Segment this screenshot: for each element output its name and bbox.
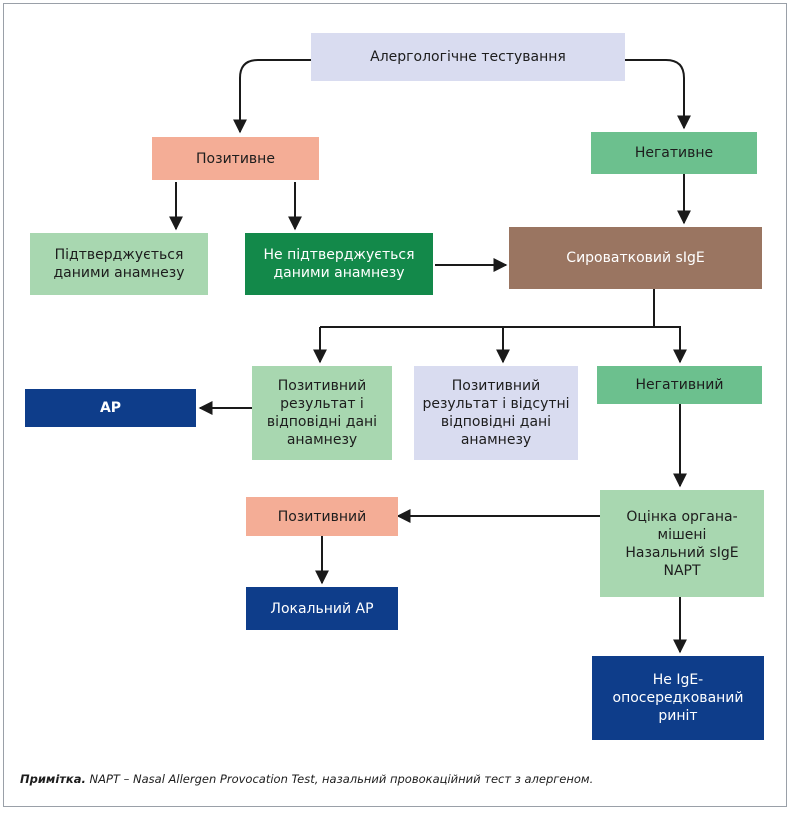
- positive-absent-box: Позитивний результат і відсутні відповід…: [414, 366, 578, 460]
- serum-sige-box: Сироватковий sIgE: [509, 227, 762, 289]
- positive-nasal-box: Позитивний: [246, 497, 398, 536]
- footnote: Примітка. NAPT – Nasal Allergen Provocat…: [20, 772, 593, 786]
- footnote-label: Примітка.: [20, 772, 86, 786]
- positive-box: Позитивне: [152, 137, 319, 180]
- target-organ-box: Оцінка органа-мішені Назальний sIgE NAPT: [600, 490, 764, 597]
- arrow-testing-to-negative: [625, 59, 691, 130]
- footnote-text: NAPT – Nasal Allergen Provocation Test, …: [85, 772, 594, 786]
- non-ige-rhinitis-box: Не IgE-опосередкований риніт: [592, 656, 764, 740]
- not-confirmed-history-box: Не підтверджується даними анамнезу: [245, 233, 433, 295]
- negative-result-box: Негативний: [597, 366, 762, 404]
- positive-relevant-box: Позитивний результат і відповідні дані а…: [252, 366, 392, 460]
- confirmed-history-box: Підтверджується даними анамнезу: [30, 233, 208, 295]
- arrow-testing-to-positive: [233, 59, 311, 134]
- ar-box: АР: [25, 389, 196, 427]
- allergy-testing-box: Алергологічне тестування: [311, 33, 625, 81]
- negative-box: Негативне: [591, 132, 757, 174]
- local-ar-box: Локальний АР: [246, 587, 398, 630]
- arrow-branch-to-negative: [654, 326, 687, 364]
